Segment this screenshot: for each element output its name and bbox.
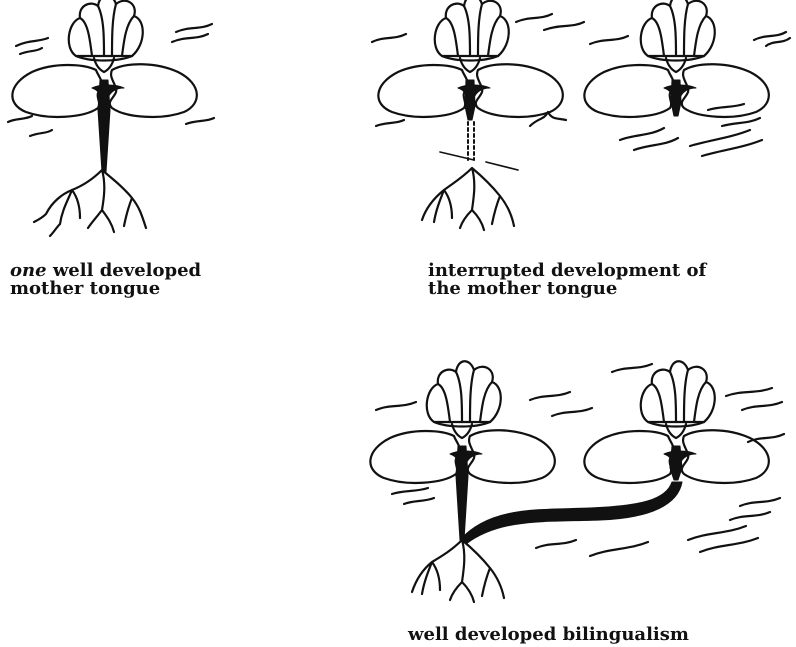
- plant-two-root-icon: [422, 168, 514, 230]
- plant-three-lily-icon: [584, 0, 768, 117]
- plant-one-ripples-icon: [8, 24, 214, 136]
- shared-root-connection-icon: [460, 482, 682, 544]
- caption-one-line2: mother tongue: [10, 280, 201, 298]
- plant-one-lily-icon: [12, 0, 196, 172]
- plant-two-lily-icon: [378, 0, 562, 160]
- caption-interrupted: interrupted development of the mother to…: [428, 262, 706, 298]
- caption-bilingualism-line1: well developed bilingualism: [408, 626, 689, 644]
- bottom-ripples-icon: [376, 364, 784, 556]
- caption-one-well-developed: one well developed mother tongue: [10, 262, 201, 298]
- caption-bilingualism: well developed bilingualism: [408, 626, 689, 644]
- plant-four-root-icon: [412, 540, 504, 602]
- plant-five-lily-icon: [584, 361, 768, 483]
- plant-two-cut-line-icon: [440, 152, 518, 170]
- caption-interrupted-line2: the mother tongue: [428, 280, 706, 298]
- plant-one-root-icon: [34, 170, 146, 236]
